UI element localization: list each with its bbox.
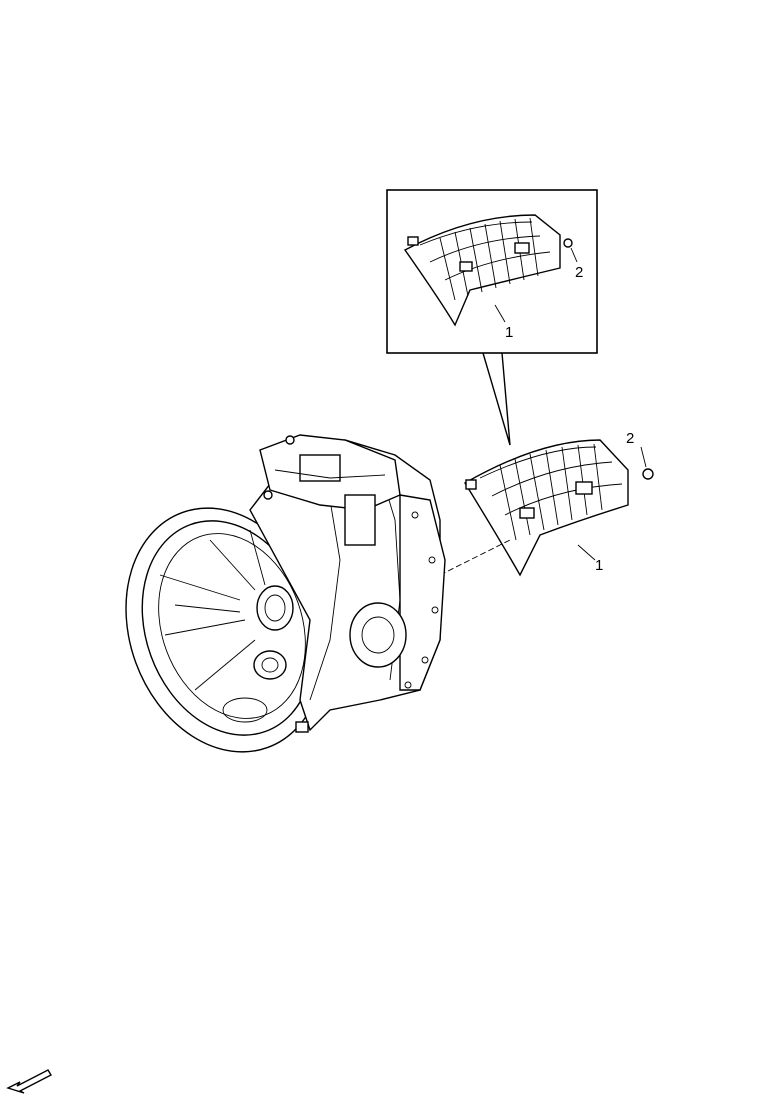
inset-callout-part: 1 <box>505 324 513 341</box>
detail-pointer <box>482 352 511 446</box>
assembly-centerline <box>439 539 511 576</box>
inset-heat-shield <box>403 214 561 327</box>
detail-inset: 1 2 <box>386 189 598 446</box>
main-heat-shield <box>464 439 629 577</box>
main-callout-part: 1 <box>595 557 603 574</box>
inset-fastener-nut <box>563 238 573 248</box>
direction-arrow-icon <box>6 1069 52 1094</box>
transmission-housing <box>125 434 446 753</box>
main-callout-fastener: 2 <box>626 430 634 447</box>
inset-callout-fastener: 2 <box>575 264 583 281</box>
main-fastener-nut <box>642 468 654 480</box>
